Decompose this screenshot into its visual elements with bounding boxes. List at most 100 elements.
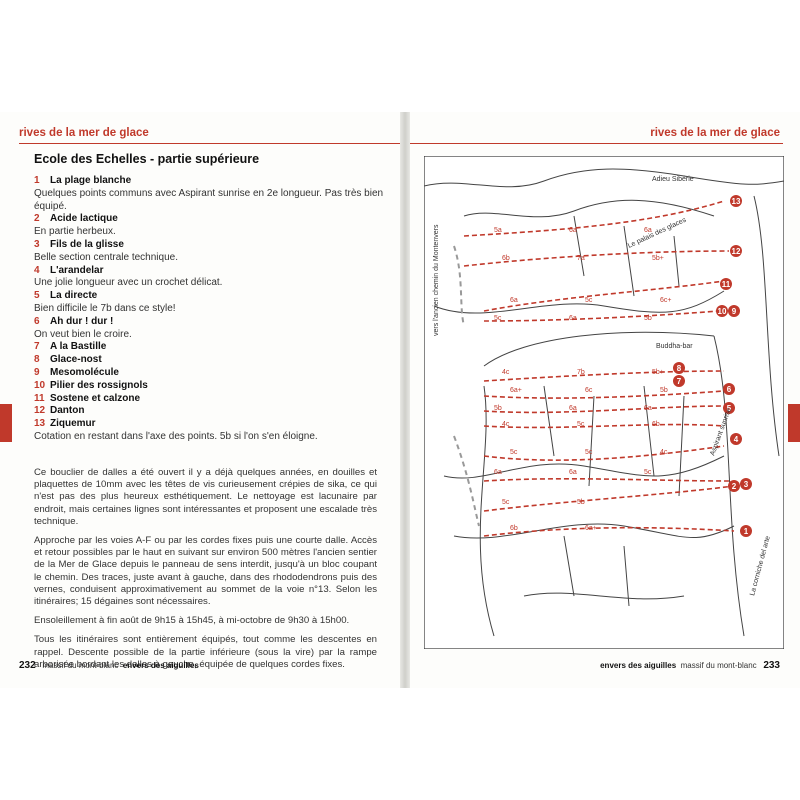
route-item: 9 Mesomolécule bbox=[34, 367, 384, 380]
route-item: 6 Ah dur ! dur !On veut bien le croire. bbox=[34, 316, 384, 342]
route-marker-8: 8 bbox=[677, 364, 682, 373]
route-number: 10 bbox=[34, 379, 46, 391]
grade-label: 5b+ bbox=[652, 255, 664, 262]
topo-label-adieu: Adieu Sibérie bbox=[652, 176, 694, 183]
grade-label: 6a+ bbox=[585, 525, 597, 532]
crag-heading: Ecole des Echelles - partie supérieure bbox=[34, 152, 260, 166]
grade-label: 6a bbox=[569, 469, 577, 476]
route-number: 12 bbox=[34, 405, 46, 417]
paragraph: Ensoleillement à fin août de 9h15 à 15h4… bbox=[34, 615, 350, 627]
left-page bbox=[0, 112, 403, 688]
route-name: Ah dur ! dur ! bbox=[50, 315, 114, 327]
grade-label: 5c bbox=[585, 449, 593, 456]
route-description: Cotation en restant dans l'axe des point… bbox=[34, 430, 318, 442]
grade-label: 4c bbox=[502, 369, 510, 376]
grade-label: 6a bbox=[510, 297, 518, 304]
grade-label: 6a bbox=[569, 227, 577, 234]
route-name: Fils de la glisse bbox=[50, 238, 124, 250]
chapter-title: envers des aiguilles bbox=[600, 661, 677, 670]
route-number: 5 bbox=[34, 290, 40, 302]
route-description: Une jolie longueur avec un crochet délic… bbox=[34, 277, 223, 289]
route-marker-4: 4 bbox=[734, 435, 739, 444]
grade-label: 5a bbox=[494, 227, 502, 234]
route-name: Pilier des rossignols bbox=[50, 379, 148, 391]
grade-label: 5c bbox=[577, 421, 585, 428]
route-number: 2 bbox=[34, 213, 40, 225]
grade-label: 6b bbox=[502, 255, 510, 262]
book-title: massif du mont-blanc bbox=[42, 661, 119, 670]
page-number: 233 bbox=[763, 660, 780, 671]
chapter-title: envers des aiguilles bbox=[122, 661, 199, 670]
route-description: Belle section centrale technique. bbox=[34, 251, 178, 263]
book-title: massif du mont-blanc bbox=[680, 661, 757, 670]
route-marker-12: 12 bbox=[732, 247, 741, 256]
description-text: Ce bouclier de dalles a été ouvert il y … bbox=[34, 467, 377, 678]
left-thumb-tab bbox=[0, 404, 12, 442]
route-item: 12 Danton bbox=[34, 405, 384, 418]
route-marker-11: 11 bbox=[722, 280, 731, 289]
grade-label: 5b bbox=[644, 315, 652, 322]
topo-svg: 13 12 11 10 9 8 7 6 5 4 3 2 1 5a6b6a5c4c… bbox=[424, 156, 784, 649]
left-footer: 232 massif du mont-blanc envers des aigu… bbox=[19, 660, 199, 671]
grade-label: 4c bbox=[502, 421, 510, 428]
route-description: On veut bien le croire. bbox=[34, 328, 132, 340]
route-marker-10: 10 bbox=[718, 307, 727, 316]
grade-label: 6b bbox=[652, 421, 660, 428]
grade-label: 5c bbox=[494, 315, 502, 322]
route-description: Quelques points communs avec Aspirant su… bbox=[34, 187, 384, 212]
route-name: L'arandelar bbox=[50, 264, 104, 276]
route-number: 7 bbox=[34, 341, 40, 353]
right-footer: envers des aiguilles massif du mont-blan… bbox=[600, 660, 780, 671]
right-section-title: rives de la mer de glace bbox=[650, 127, 780, 139]
grade-label: 5b bbox=[660, 387, 668, 394]
route-marker-2: 2 bbox=[732, 482, 737, 491]
route-item: 8 Glace-nost bbox=[34, 354, 384, 367]
route-name: Glace-nost bbox=[50, 354, 102, 366]
route-marker-13: 13 bbox=[732, 197, 741, 206]
route-marker-9: 9 bbox=[732, 307, 737, 316]
grade-label: 5c bbox=[502, 499, 510, 506]
grade-label: 5c bbox=[644, 469, 652, 476]
route-number: 3 bbox=[34, 238, 40, 250]
route-name: La directe bbox=[50, 290, 98, 302]
route-marker-7: 7 bbox=[677, 377, 682, 386]
grade-label: 5b bbox=[577, 499, 585, 506]
route-description: En partie herbeux. bbox=[34, 226, 116, 238]
grade-label: 7a bbox=[577, 255, 585, 262]
route-marker-6: 6 bbox=[727, 385, 732, 394]
page-number: 232 bbox=[19, 660, 36, 671]
route-number: 13 bbox=[34, 418, 46, 430]
grade-label: 6c+ bbox=[660, 297, 671, 304]
route-name: Danton bbox=[50, 405, 85, 417]
route-number: 6 bbox=[34, 315, 40, 327]
route-number: 1 bbox=[34, 175, 40, 186]
grade-label: 6a+ bbox=[510, 387, 522, 394]
left-rule bbox=[19, 143, 400, 144]
grade-label: 5c bbox=[585, 297, 593, 304]
topo-label-chemin: vers l'ancien chemin du Montenvers bbox=[433, 224, 440, 336]
grade-label: 5c bbox=[510, 449, 518, 456]
route-name: Acide lactique bbox=[50, 213, 118, 225]
grade-label: 6b bbox=[510, 525, 518, 532]
grade-label: 6c bbox=[585, 387, 593, 394]
book-gutter bbox=[400, 112, 410, 688]
grade-label: 6a bbox=[569, 315, 577, 322]
grade-label: 7b bbox=[577, 369, 585, 376]
route-number: 9 bbox=[34, 366, 40, 378]
paragraph: Ce bouclier de dalles a été ouvert il y … bbox=[34, 467, 377, 527]
route-number: 8 bbox=[34, 354, 40, 366]
left-section-title: rives de la mer de glace bbox=[19, 127, 149, 139]
route-name: Mesomolécule bbox=[50, 366, 119, 378]
grade-label: 6a bbox=[644, 227, 652, 234]
route-name: La plage blanche bbox=[50, 175, 132, 186]
route-marker-1: 1 bbox=[744, 527, 749, 536]
